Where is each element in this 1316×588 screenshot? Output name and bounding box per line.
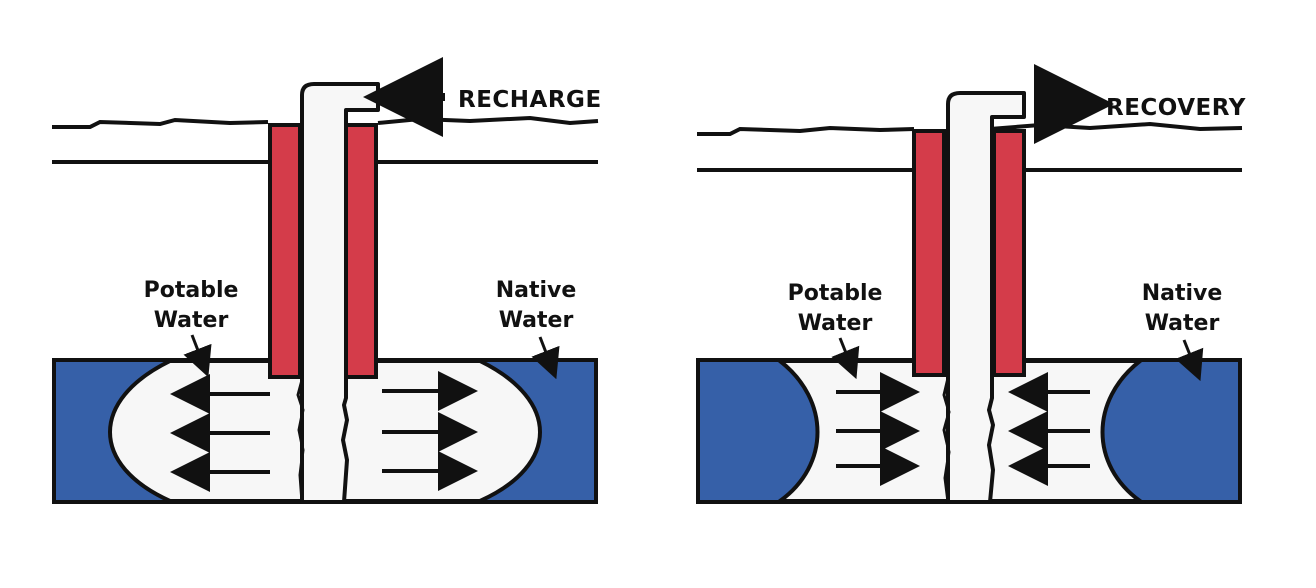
well-pipe [946,91,1026,504]
well-casing-left [912,129,946,377]
potable-pointer-arrow [831,337,860,380]
ground-surface-line [697,125,915,136]
recharge-panel: RECHARGE Potable Water Native Water [52,57,602,504]
well-casing-left [268,123,302,379]
ground-surface-line [52,117,269,129]
native-pointer-arrow [531,336,560,380]
flow-arrows-left [836,372,920,486]
flow-arrows-right [1008,372,1090,486]
flow-arrows-left [170,374,270,492]
potable-water-label-line2: Water [798,311,873,336]
potable-water-label: Potable [788,281,883,306]
native-water-label: Native [496,278,577,303]
native-water-label-line2: Water [499,308,574,333]
native-water-label-line2: Water [1145,311,1220,336]
well-screen-left-edge [296,379,305,503]
well-casing-right [344,123,378,379]
well-pipe [300,82,380,504]
recovery-panel: RECOVERY Potable Water Native Water [696,64,1246,504]
native-water-label: Native [1142,281,1223,306]
ground-surface-line-right [377,115,599,126]
potable-pointer-arrow [183,334,212,378]
potable-water-label-line2: Water [154,308,229,333]
ground-surface-line-right [989,121,1243,132]
well-casing-right [992,129,1026,377]
native-pointer-arrow [1175,339,1204,382]
potable-water-label: Potable [144,278,239,303]
panel-title: RECHARGE [458,87,602,113]
well-screen-left-edge [942,377,951,503]
panel-title: RECOVERY [1106,95,1246,121]
flow-arrows-right [382,371,478,491]
